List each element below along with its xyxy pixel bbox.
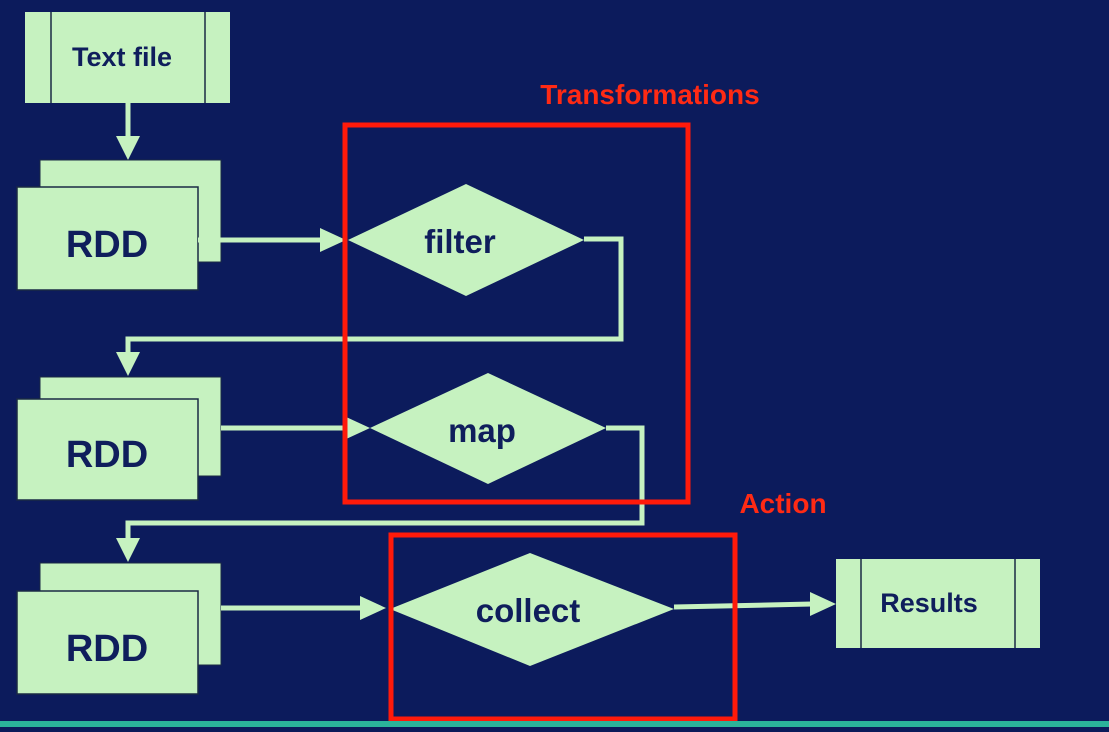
rdd-node-1: RDD: [16, 159, 222, 291]
collect-label: collect: [476, 592, 581, 629]
filter-node: filter: [348, 184, 584, 296]
map-node: map: [370, 373, 606, 484]
arrow-rdd3-to-collect: [221, 596, 386, 620]
arrow-rdd1-to-filter: [198, 228, 346, 252]
collect-node: collect: [390, 553, 674, 666]
bottom-progress-bar: [0, 721, 1109, 727]
results-node: Results: [836, 559, 1040, 648]
filter-label: filter: [424, 223, 496, 260]
arrow-rdd2-to-map: [221, 416, 370, 440]
arrow-textfile-to-rdd1: [116, 103, 140, 160]
rdd-label-1: RDD: [66, 224, 148, 266]
rdd-label-3: RDD: [66, 628, 148, 670]
map-label: map: [448, 412, 516, 449]
action-frame: [388, 532, 738, 722]
rdd-node-3: RDD: [16, 562, 222, 695]
arrow-collect-to-results: [673, 592, 836, 616]
rdd-label-2: RDD: [66, 434, 148, 476]
results-label: Results: [880, 588, 978, 618]
arrow-map-to-rdd3: [116, 425, 645, 562]
text-file-label: Text file: [72, 42, 172, 72]
rdd-node-2: RDD: [16, 376, 222, 501]
text-file-node: Text file: [25, 12, 230, 103]
arrow-filter-to-rdd2: [116, 236, 624, 376]
transformations-frame: [342, 122, 691, 505]
transformations-label: Transformations: [540, 79, 759, 110]
action-label: Action: [739, 488, 826, 519]
